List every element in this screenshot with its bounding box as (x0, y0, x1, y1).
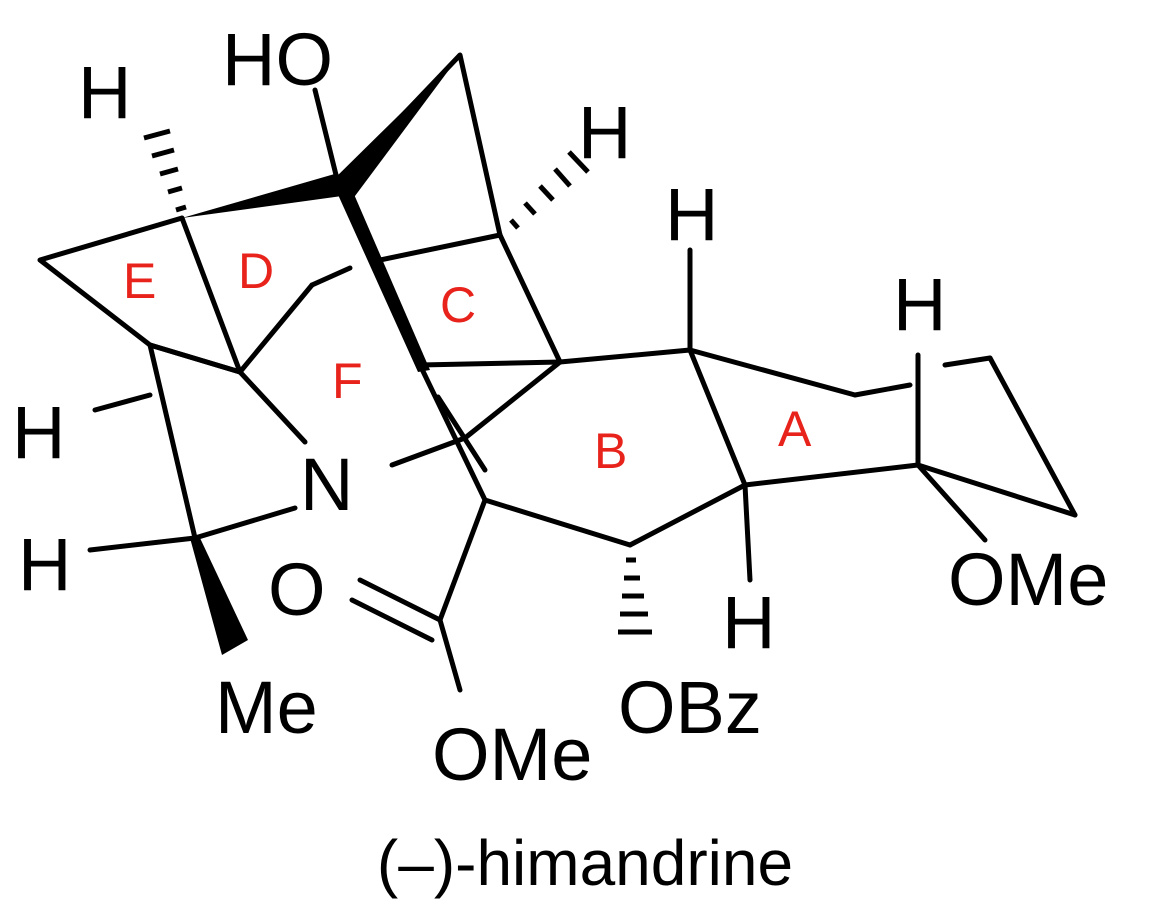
hydrogen-left-upper-label: H (12, 391, 65, 474)
wedge-bonds (182, 55, 460, 655)
methyl-label: Me (215, 666, 318, 749)
hydroxyl-label: HO (222, 18, 333, 101)
ring-labels: E D C F B A (123, 243, 812, 479)
carbonyl-oxygen-label: O (268, 548, 326, 631)
bond-skeleton (37, 52, 1078, 693)
atom-labels: HO N O OMe OMe OBz Me H H H H H H H (12, 18, 1108, 796)
ring-methoxy-label: OMe (948, 538, 1108, 621)
ring-label-d: D (238, 243, 274, 299)
hydrogen-left-lower-label: H (18, 523, 71, 606)
ring-label-e: E (123, 253, 156, 309)
ring-label-a: A (778, 401, 812, 457)
ring-label-c: C (440, 277, 476, 333)
hashed-bonds (143, 128, 652, 635)
compound-name-caption: (–)-himandrine (377, 827, 793, 899)
hydrogen-obz-label: H (722, 581, 775, 664)
ring-label-b: B (594, 423, 627, 479)
benzoate-label: OBz (618, 666, 762, 749)
hydrogen-top-left-label: H (78, 51, 131, 134)
ester-methoxy-label: OMe (432, 713, 592, 796)
hydrogen-ring-a-label: H (893, 263, 946, 346)
ring-label-f: F (332, 353, 363, 409)
hydrogen-top-right-label: H (578, 91, 631, 174)
hydrogen-ring-b-label: H (665, 173, 718, 256)
nitrogen-label: N (300, 443, 353, 526)
